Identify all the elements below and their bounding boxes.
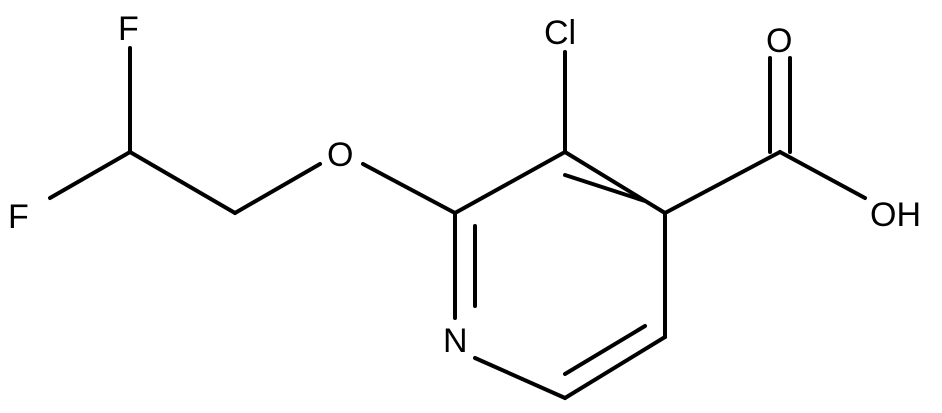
bond-ch2-o (233, 162, 322, 215)
bond-o-c2 (361, 162, 457, 215)
bonds (48, 46, 867, 400)
bond-c4-c3 (563, 150, 667, 215)
atom-label-o-ether: O (327, 136, 353, 174)
bond-chf2-ch2 (128, 150, 237, 215)
bond-c6-c5-inner (563, 324, 647, 376)
bond-c4-c3-inner (563, 173, 647, 203)
bond-n-c6 (473, 356, 567, 400)
bond-c-oh (778, 150, 867, 200)
bond-c4-cooh (663, 150, 782, 215)
bond-c6-c5 (563, 335, 667, 400)
atom-label-f-left: F (8, 198, 29, 236)
atom-label-cl: Cl (544, 14, 576, 52)
atom-label-oh: OH (870, 196, 921, 234)
atom-labels: F F O Cl O OH N (8, 10, 921, 360)
bond-c3-c2 (453, 150, 567, 215)
atom-label-f-top: F (118, 10, 139, 48)
bond-f-left-c (48, 150, 132, 200)
atom-label-n: N (443, 322, 468, 360)
atom-label-o-carbonyl: O (766, 22, 792, 60)
